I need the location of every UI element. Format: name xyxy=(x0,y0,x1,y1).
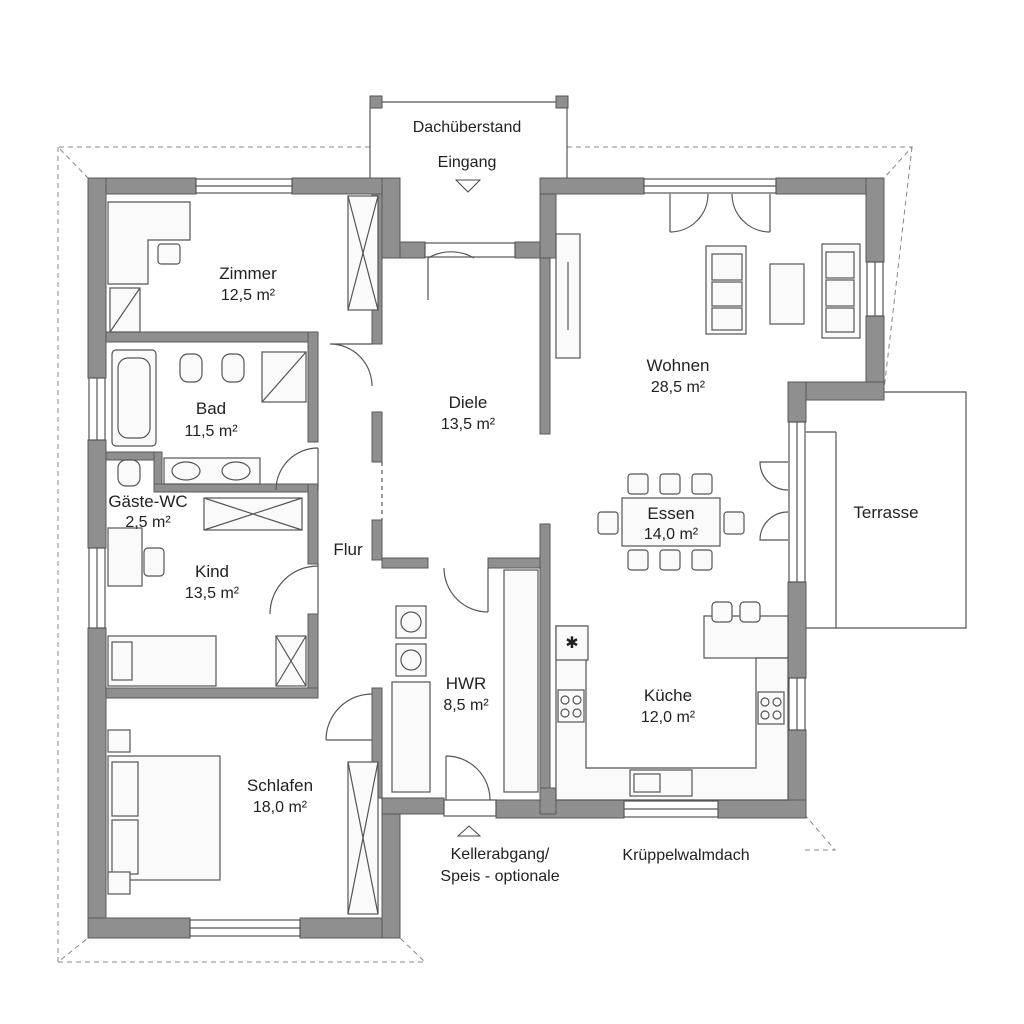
room-area-bad: 11,5 m² xyxy=(184,423,238,440)
room-area-hwr: 8,5 m² xyxy=(443,697,489,714)
label-dachform: Krüppelwalmdach xyxy=(622,847,749,864)
label-dachueberstand: Dachüberstand xyxy=(413,119,522,136)
room-area-essen: 14,0 m² xyxy=(644,526,699,543)
label-kellerabgang-line1: Kellerabgang/ xyxy=(451,846,550,863)
room-area-kueche: 12,0 m² xyxy=(641,709,696,726)
room-name-flur: Flur xyxy=(333,540,363,559)
room-area-wohnen: 28,5 m² xyxy=(651,379,706,396)
room-name-terrasse: Terrasse xyxy=(853,503,918,522)
extractor-icon: ✱ xyxy=(565,635,578,652)
label-eingang: Eingang xyxy=(438,154,497,171)
annotations: Dachüberstand Eingang Kellerabgang/ Spei… xyxy=(413,119,750,885)
windows xyxy=(88,178,884,937)
entrance-overhang xyxy=(369,95,569,193)
cellar-arrow-icon xyxy=(456,825,482,837)
room-area-gaeste-wc: 2,5 m² xyxy=(125,514,171,531)
room-name-gaeste-wc: Gäste-WC xyxy=(108,492,187,511)
room-name-zimmer: Zimmer xyxy=(219,264,277,283)
room-area-zimmer: 12,5 m² xyxy=(221,287,276,304)
label-kellerabgang-line2: Speis - optionale xyxy=(440,868,559,885)
walls xyxy=(87,177,885,939)
room-area-diele: 13,5 m² xyxy=(441,416,496,433)
room-name-essen: Essen xyxy=(647,504,694,523)
room-name-kueche: Küche xyxy=(644,686,692,705)
doors xyxy=(269,193,789,801)
furniture: ✱ xyxy=(107,195,861,915)
room-name-hwr: HWR xyxy=(446,674,487,693)
room-name-kind: Kind xyxy=(195,562,229,581)
room-name-schlafen: Schlafen xyxy=(247,776,313,795)
room-area-schlafen: 18,0 m² xyxy=(253,799,308,816)
roof-outline xyxy=(56,146,914,964)
entrance-arrow-icon xyxy=(454,179,482,193)
room-name-bad: Bad xyxy=(196,399,226,418)
terrace xyxy=(806,391,967,629)
room-area-kind: 13,5 m² xyxy=(185,585,240,602)
room-labels: Zimmer 12,5 m² Bad 11,5 m² Gäste-WC 2,5 … xyxy=(108,264,918,816)
room-name-diele: Diele xyxy=(449,393,488,412)
room-name-wohnen: Wohnen xyxy=(646,356,709,375)
